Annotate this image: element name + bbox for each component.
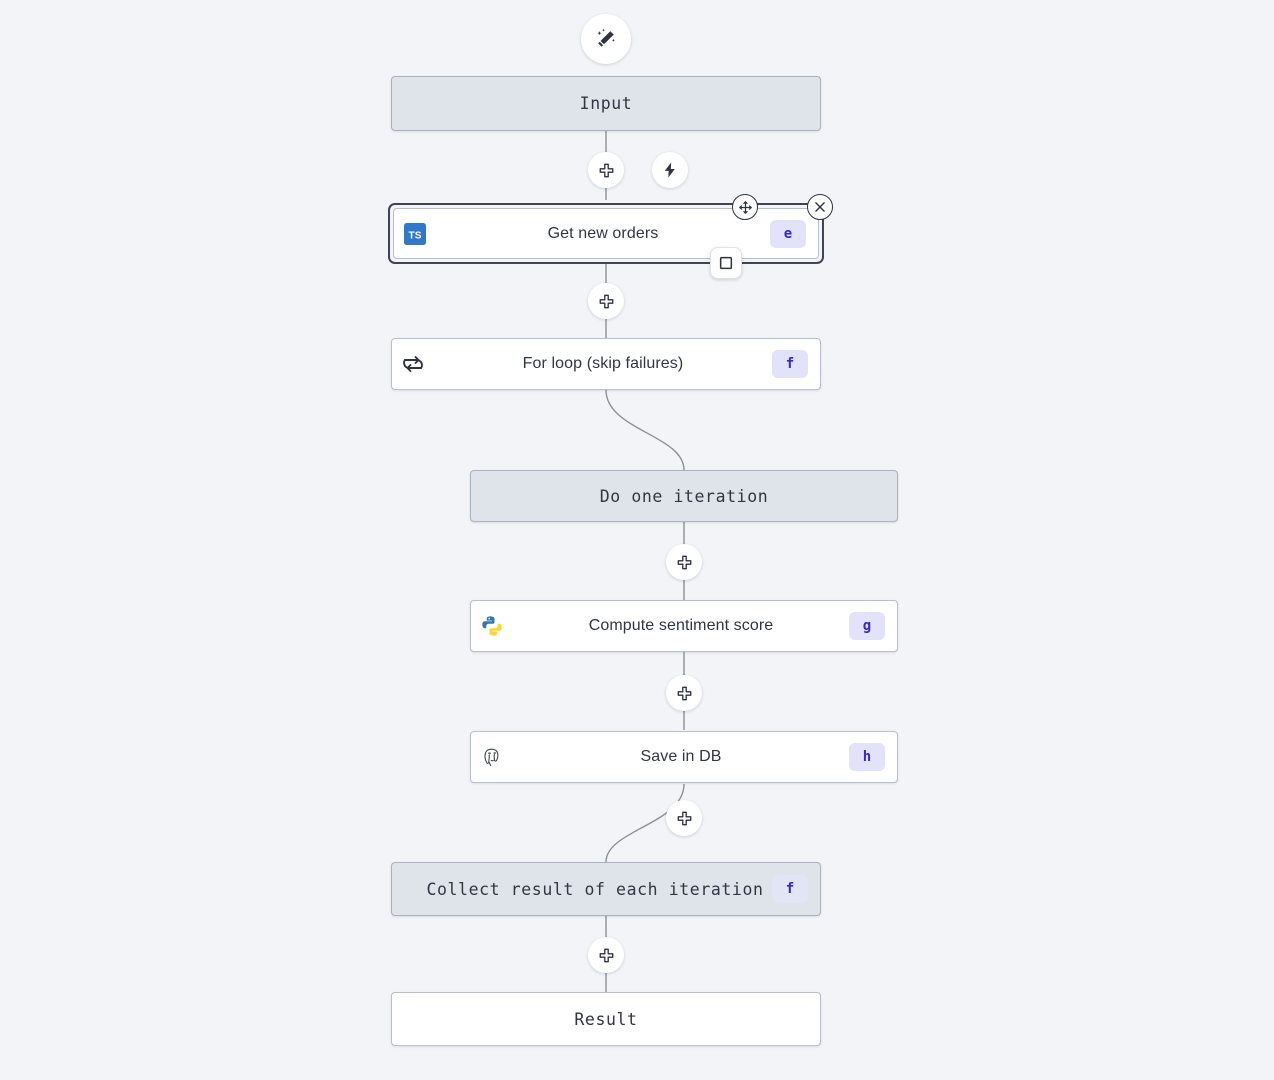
plus-icon — [599, 163, 613, 177]
close-button[interactable] — [807, 194, 833, 220]
node-for-loop-badge: f — [772, 350, 808, 378]
postgresql-icon — [471, 732, 513, 782]
add-node-button-after-save-in-db[interactable] — [666, 800, 702, 836]
svg-text:TS: TS — [409, 230, 422, 241]
node-collect-result[interactable]: Collect result of each iteration f — [391, 862, 821, 916]
move-handle[interactable] — [732, 194, 758, 220]
add-node-button-after-input[interactable] — [588, 152, 624, 188]
typescript-icon: TS — [394, 209, 436, 258]
node-input-label: Input — [579, 94, 633, 113]
close-icon — [815, 202, 825, 212]
python-icon — [471, 601, 513, 651]
square-icon — [719, 256, 733, 270]
node-result[interactable]: Result — [391, 992, 821, 1046]
plus-icon — [677, 686, 691, 700]
move-icon — [738, 200, 752, 214]
node-compute-sentiment-score-label: Compute sentiment score — [588, 617, 774, 634]
plus-icon — [599, 294, 613, 308]
node-for-loop[interactable]: For loop (skip failures) f — [391, 338, 821, 390]
loop-icon — [392, 339, 434, 389]
node-do-one-iteration-label: Do one iteration — [599, 486, 769, 506]
add-node-button-after-do-one-iteration[interactable] — [666, 544, 702, 580]
plus-icon — [677, 555, 691, 569]
node-input[interactable]: Input — [391, 76, 821, 131]
magic-wand-icon — [597, 28, 615, 47]
node-get-new-orders-label: Get new orders — [547, 224, 659, 242]
square-button[interactable] — [710, 247, 742, 279]
add-node-button-after-collect-result[interactable] — [588, 937, 624, 973]
node-do-one-iteration[interactable]: Do one iteration — [470, 470, 898, 522]
node-compute-sentiment-score-badge: g — [849, 612, 885, 640]
node-get-new-orders[interactable]: TS Get new orders e — [393, 208, 819, 259]
plus-icon — [599, 948, 613, 962]
node-collect-result-badge: f — [772, 875, 808, 903]
add-node-button-after-compute-sentiment-score[interactable] — [666, 675, 702, 711]
node-save-in-db[interactable]: Save in DB h — [470, 731, 898, 783]
lightning-bolt-icon — [664, 162, 675, 178]
add-node-button-after-get-new-orders[interactable] — [588, 283, 624, 319]
plus-icon — [677, 811, 691, 825]
node-collect-result-label: Collect result of each iteration — [426, 879, 764, 899]
node-for-loop-label: For loop (skip failures) — [522, 355, 684, 372]
node-result-label: Result — [574, 1009, 638, 1029]
node-get-new-orders-selection[interactable]: TS Get new orders e — [388, 203, 824, 264]
ai-assistant-button[interactable] — [581, 14, 631, 64]
node-get-new-orders-badge: e — [770, 219, 806, 248]
node-save-in-db-badge: h — [849, 743, 885, 771]
trigger-button[interactable] — [652, 152, 688, 188]
node-save-in-db-label: Save in DB — [640, 748, 722, 765]
node-compute-sentiment-score[interactable]: Compute sentiment score g — [470, 600, 898, 652]
